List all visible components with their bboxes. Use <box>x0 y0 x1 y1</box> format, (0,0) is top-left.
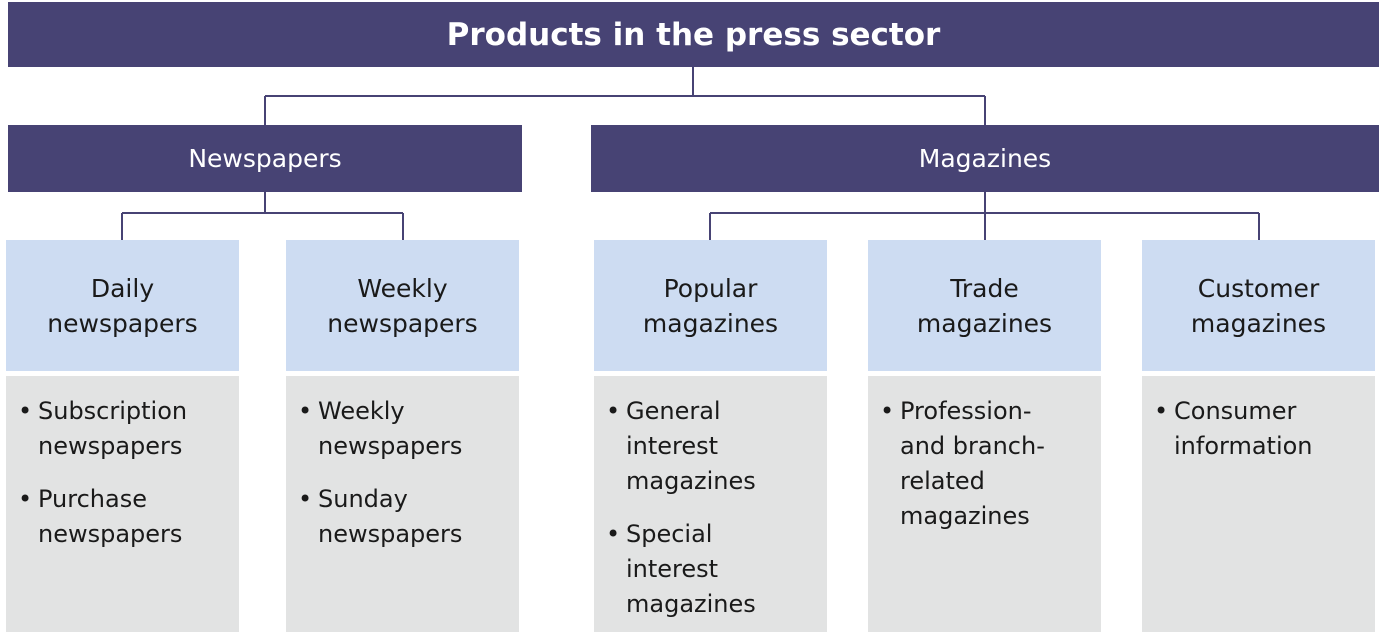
bullet-icon: • <box>298 485 313 513</box>
bullet-icon: • <box>1154 397 1169 425</box>
bullet-icon: • <box>298 397 313 425</box>
list-item: •Special interest magazines <box>606 517 819 622</box>
list-item: •Subscription newspapers <box>18 394 231 464</box>
list-popular-magazines: •General interest magazines •Special int… <box>594 376 827 632</box>
list-daily-newspapers: •Subscription newspapers •Purchase newsp… <box>6 376 239 632</box>
bullet-icon: • <box>606 397 621 425</box>
list-weekly-newspapers: •Weekly newspapers •Sunday newspapers <box>286 376 519 632</box>
connector-magazines-to-types <box>709 192 1260 240</box>
bullet-icon: • <box>880 397 895 425</box>
category-magazines: Magazines <box>591 125 1379 192</box>
bullet-icon: • <box>606 520 621 548</box>
type-weekly-newspapers: Weekly newspapers <box>286 240 519 371</box>
connector-newspapers-to-types <box>121 192 404 240</box>
bullet-icon: • <box>18 485 33 513</box>
type-customer-magazines: Customer magazines <box>1142 240 1375 371</box>
list-trade-magazines: •Profession- and branch- related magazin… <box>868 376 1101 632</box>
list-item: •Sunday newspapers <box>298 482 511 552</box>
list-item: •Consumer information <box>1154 394 1367 464</box>
type-trade-magazines: Trade magazines <box>868 240 1101 371</box>
bullet-icon: • <box>18 397 33 425</box>
list-item: •Weekly newspapers <box>298 394 511 464</box>
list-item: •General interest magazines <box>606 394 819 499</box>
diagram-title: Products in the press sector <box>8 2 1379 67</box>
type-daily-newspapers: Daily newspapers <box>6 240 239 371</box>
list-item: •Purchase newspapers <box>18 482 231 552</box>
category-newspapers: Newspapers <box>8 125 522 192</box>
list-item: •Profession- and branch- related magazin… <box>880 394 1093 534</box>
list-customer-magazines: •Consumer information <box>1142 376 1375 632</box>
type-popular-magazines: Popular magazines <box>594 240 827 371</box>
connector-root-to-categories <box>264 67 986 125</box>
